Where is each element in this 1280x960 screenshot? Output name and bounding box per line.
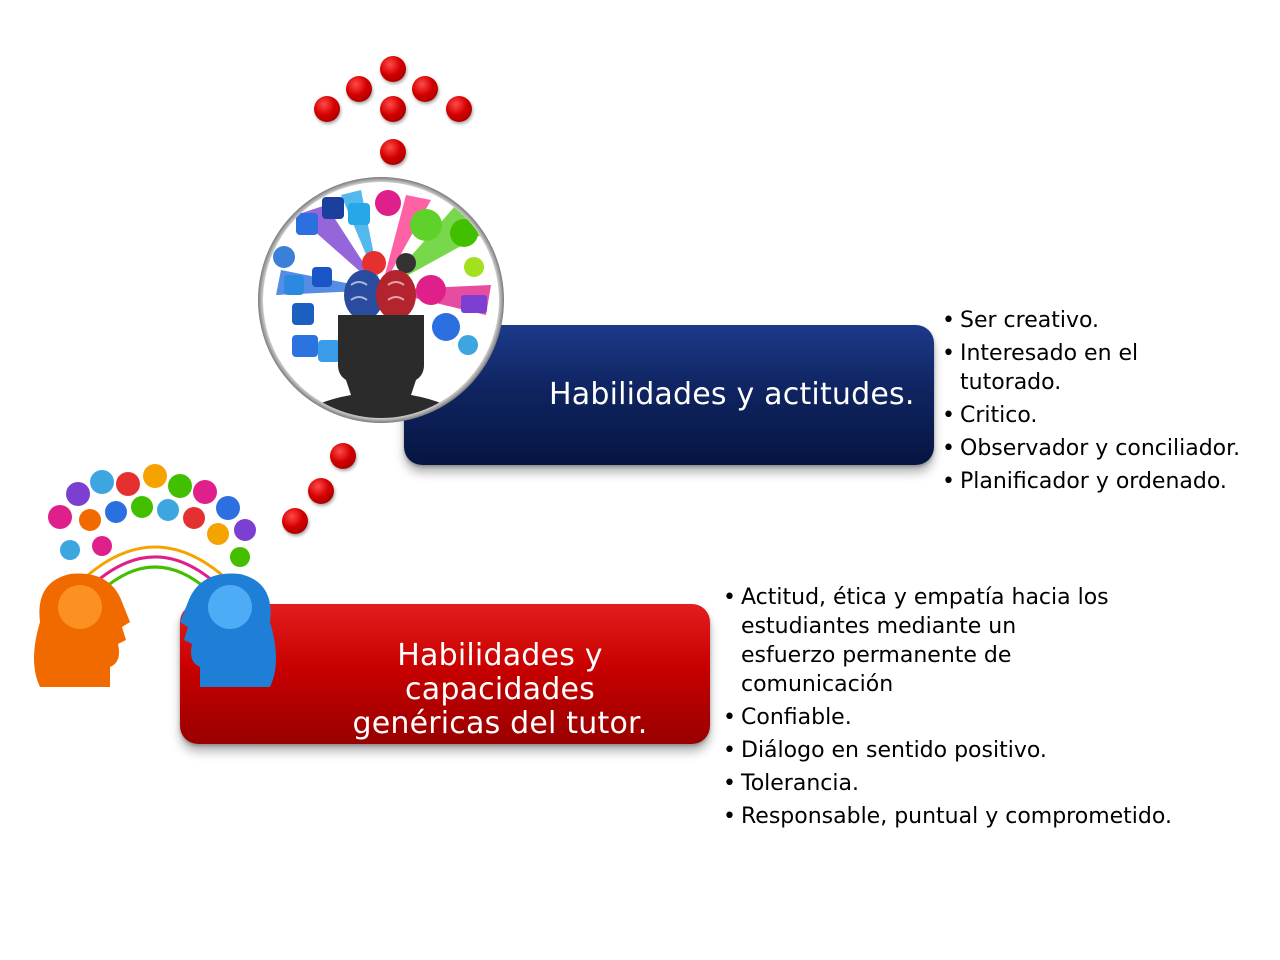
two-heads-knowledge-icon <box>34 464 276 687</box>
arrow-dot <box>380 139 406 165</box>
arrow-dot <box>380 56 406 82</box>
generic-skills-list: Actitud, ética y empatía hacia los estud… <box>723 583 1223 835</box>
list-item: Responsable, puntual y comprometido. <box>723 802 1223 831</box>
head-brain-ideas-icon <box>258 177 504 423</box>
list-item: Diálogo en sentido positivo. <box>723 736 1223 765</box>
list-item: Ser creativo. <box>942 306 1272 335</box>
skills-attitudes-box: Habilidades y actitudes. <box>404 325 934 465</box>
skills-attitudes-list: Ser creativo. Interesado en el tutorado.… <box>942 306 1272 500</box>
connector-dot <box>282 508 308 534</box>
generic-skills-title: Habilidades y capacidades genéricas del … <box>300 639 700 741</box>
skills-attitudes-title: Habilidades y actitudes. <box>549 377 915 412</box>
connector-dot <box>308 478 334 504</box>
arrow-dot <box>446 96 472 122</box>
list-item: Interesado en el tutorado. <box>942 339 1180 397</box>
list-item: Planificador y ordenado. <box>942 467 1272 496</box>
generic-skills-title-line1: Habilidades y capacidades <box>397 638 603 707</box>
list-item: Tolerancia. <box>723 769 1223 798</box>
arrow-dot <box>314 96 340 122</box>
generic-skills-title-line2: genéricas del tutor. <box>352 706 648 741</box>
list-item: Critico. <box>942 401 1272 430</box>
list-item: Observador y conciliador. <box>942 434 1272 463</box>
arrow-dot <box>412 76 438 102</box>
arrow-dot <box>346 76 372 102</box>
list-item: Actitud, ética y empatía hacia los estud… <box>723 583 1116 699</box>
list-item: Confiable. <box>723 703 1223 732</box>
arrow-dot <box>380 96 406 122</box>
connector-dot <box>330 443 356 469</box>
